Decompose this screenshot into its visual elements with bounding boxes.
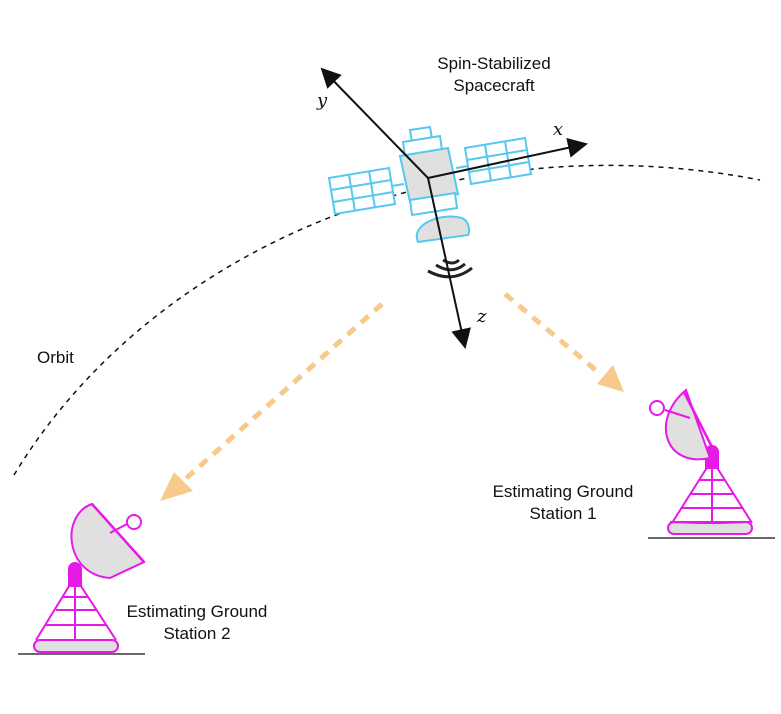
spacecraft-icon [327, 125, 533, 244]
left-solar-panel [327, 166, 397, 216]
station-1-label-line-1: Estimating Ground [492, 482, 634, 501]
spacecraft-title: Spin-Stabilized Spacecraft [424, 53, 564, 97]
station-2-label: Estimating Ground Station 2 [122, 601, 272, 645]
station-2-label-line-1: Estimating Ground [126, 602, 268, 621]
station-1-label: Estimating Ground Station 1 [488, 481, 638, 525]
spacecraft-title-line-1: Spin-Stabilized [437, 54, 551, 73]
z-axis-label: z [477, 306, 487, 327]
spacecraft-body [398, 146, 460, 204]
signal-arrow-to-station-2 [160, 302, 384, 501]
signal-waves-icon [427, 258, 473, 279]
spacecraft-dish [415, 215, 471, 244]
right-solar-panel [463, 136, 533, 186]
right-panel-strut [455, 165, 469, 169]
ground-station-1-icon [648, 388, 775, 539]
orbit-path [13, 164, 761, 476]
orbit-label: Orbit [37, 348, 74, 367]
antenna-base [33, 639, 119, 653]
z-axis-arrow [427, 177, 471, 349]
station-1-label-line-2: Station 1 [529, 504, 597, 523]
y-axis-label: y [317, 90, 328, 111]
y-axis-arrow [320, 67, 429, 179]
x-axis-label: x [553, 119, 564, 140]
antenna-dish [70, 502, 146, 580]
antenna-dish [665, 388, 712, 461]
x-axis-arrow [427, 138, 588, 179]
spacecraft-title-line-2: Spacecraft [453, 76, 535, 95]
station-2-label-line-2: Station 2 [163, 624, 231, 643]
left-panel-strut [391, 183, 405, 187]
signal-arrow-to-station-1 [503, 292, 624, 392]
ground-station-2-icon [18, 502, 146, 655]
